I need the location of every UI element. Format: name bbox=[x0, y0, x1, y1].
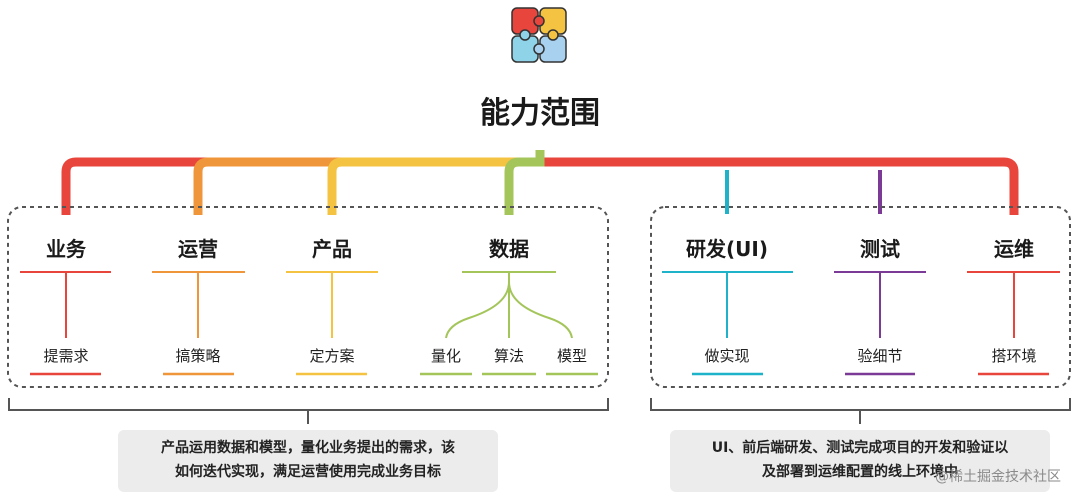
right-summary-line-2: 及部署到运维配置的线上环境中 bbox=[762, 464, 958, 480]
right-group-box bbox=[650, 206, 1071, 388]
connector-green bbox=[504, 150, 545, 215]
branch-yunwei bbox=[967, 271, 1060, 376]
sub-tixuqiu: 提需求 bbox=[43, 347, 89, 365]
category-yunying: 运营 bbox=[178, 237, 218, 261]
branch-yunying bbox=[152, 271, 245, 376]
left-bracket bbox=[8, 398, 609, 424]
category-ceshi: 测试 bbox=[860, 237, 900, 261]
watermark: @稀土掘金技术社区 bbox=[935, 469, 1061, 485]
category-yewu: 业务 bbox=[46, 237, 86, 261]
category-shuju: 数据 bbox=[489, 237, 529, 261]
sub-dahuanjing: 搭环境 bbox=[991, 347, 1037, 365]
left-summary: 产品运用数据和模型，量化业务提出的需求，该 如何迭代实现，满足运营使用完成业务目… bbox=[118, 430, 498, 492]
left-summary-line-1: 产品运用数据和模型，量化业务提出的需求，该 bbox=[161, 440, 455, 456]
sub-dingfangan: 定方案 bbox=[309, 347, 355, 365]
category-yunwei: 运维 bbox=[994, 237, 1034, 261]
category-yanfa: 研发(UI) bbox=[686, 237, 768, 261]
right-summary-line-1: UI、前后端研发、测试完成项目的开发和验证以 bbox=[711, 440, 1009, 456]
connector-yellow bbox=[327, 157, 540, 215]
page-title: 能力范围 bbox=[480, 96, 600, 131]
branch-chanpin bbox=[286, 271, 378, 376]
left-summary-line-2: 如何迭代实现，满足运营使用完成业务目标 bbox=[175, 464, 441, 480]
sub-suanfa: 算法 bbox=[493, 347, 525, 365]
branch-shuju bbox=[420, 271, 598, 376]
sub-moxing: 模型 bbox=[556, 347, 588, 365]
sub-zuoshixian: 做实现 bbox=[704, 347, 750, 365]
branch-yanfa bbox=[662, 271, 793, 376]
branch-ceshi bbox=[834, 271, 926, 376]
sub-lianghua: 量化 bbox=[430, 347, 462, 365]
puzzle-icon bbox=[511, 7, 567, 63]
branch-yewu bbox=[20, 271, 111, 376]
sub-gaocelue: 搞策略 bbox=[175, 347, 221, 365]
category-chanpin: 产品 bbox=[312, 237, 352, 261]
right-bracket bbox=[650, 398, 1071, 424]
right-summary: UI、前后端研发、测试完成项目的开发和验证以 及部署到运维配置的线上环境中 bbox=[670, 430, 1050, 492]
sub-yanxijie: 验细节 bbox=[857, 347, 903, 365]
connector-orange bbox=[193, 157, 540, 215]
